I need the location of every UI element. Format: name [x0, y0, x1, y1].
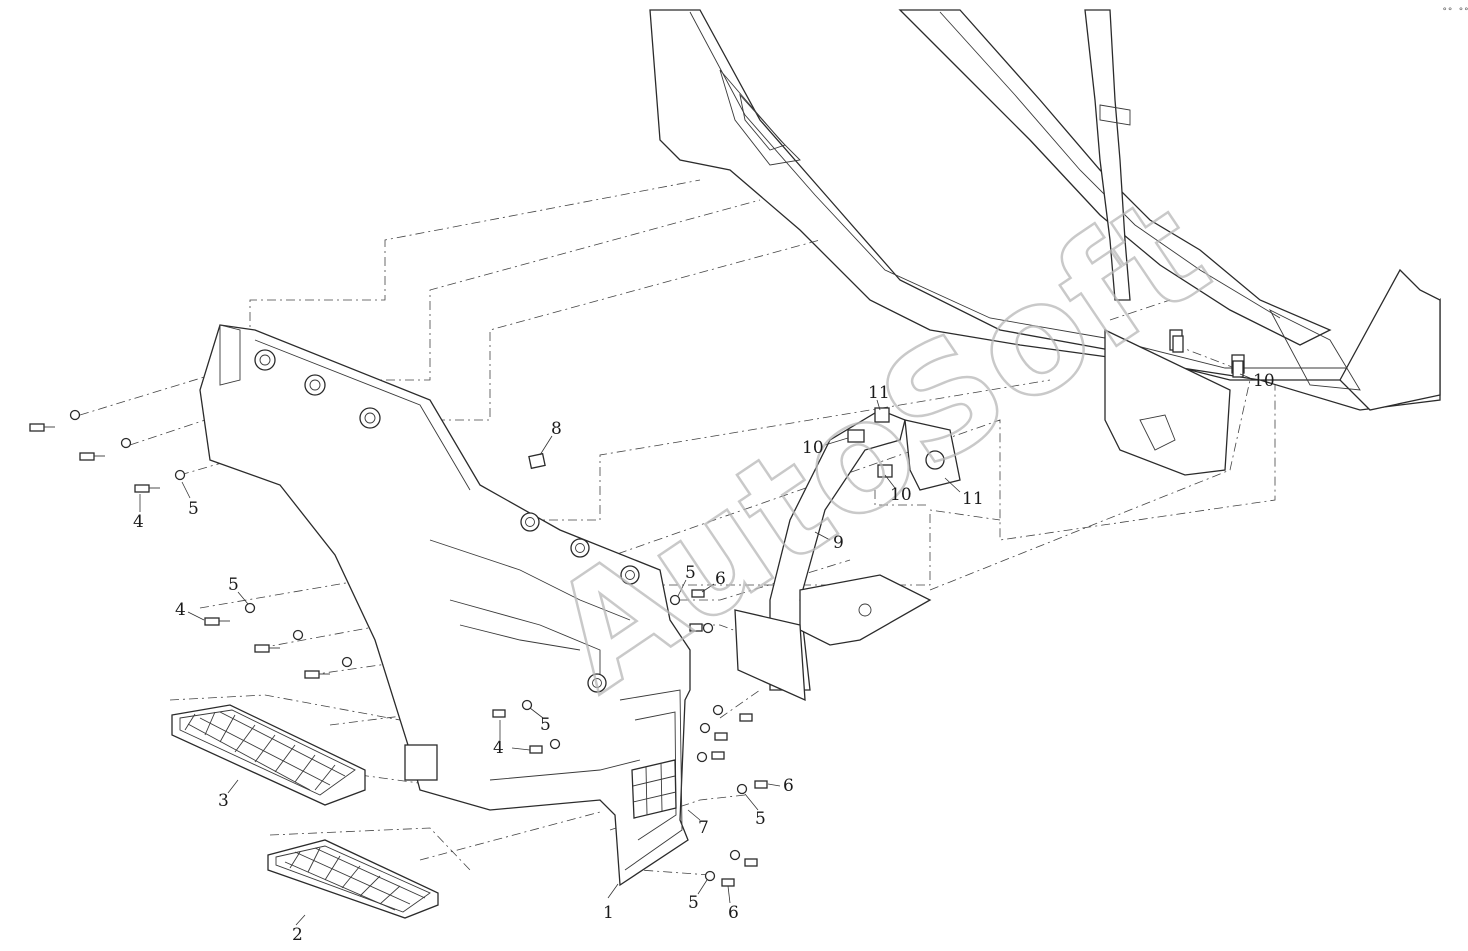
bolt-icon: [79, 452, 105, 461]
washer-icon: [702, 622, 714, 634]
callout-8: 8: [551, 419, 562, 439]
callout-3: 3: [218, 791, 229, 811]
washer-icon: [736, 783, 748, 795]
bolt-icon: [529, 745, 543, 754]
callout-10: 10: [1253, 371, 1275, 391]
callout-5: 5: [540, 715, 551, 735]
callout-5: 5: [228, 575, 239, 595]
bolt-icon: [1172, 335, 1184, 353]
callout-5: 5: [755, 809, 766, 829]
corner-mark: °° °°°: [1442, 7, 1468, 17]
callout-5: 5: [688, 893, 699, 913]
bolt-icon: [689, 623, 703, 632]
callout-10: 10: [802, 438, 824, 458]
cab-frame: [649, 9, 1441, 476]
side-fender-panel: [199, 324, 691, 887]
bolt-icon: [29, 423, 55, 432]
washer-icon: [120, 437, 132, 449]
washer-icon: [341, 656, 353, 668]
washer-icon: [669, 594, 681, 606]
step-mesh-insert: [631, 759, 677, 819]
bolt-icon: [1232, 360, 1244, 378]
leader-lines: [139, 373, 1251, 926]
step-tread-lower: [267, 839, 439, 919]
washer-icon: [521, 699, 533, 711]
washer-icon: [696, 751, 708, 763]
small-clip: [528, 452, 546, 470]
washer-icon: [549, 738, 561, 750]
bolt-icon: [711, 751, 725, 760]
mounting-bracket: [734, 407, 961, 702]
washer-icon: [712, 704, 724, 716]
washer-icon: [699, 722, 711, 734]
bolt-icon: [739, 713, 753, 722]
washer-icon: [174, 469, 186, 481]
bolt-icon: [254, 644, 280, 653]
washer-icon: [292, 629, 304, 641]
callout-9: 9: [833, 533, 844, 553]
washer-icon: [729, 849, 741, 861]
callout-6: 6: [715, 569, 726, 589]
callouts: 1 2 3 4 4 4 5 5 5 5 5 5 6 6 6 7 8 9 10 1…: [133, 371, 1275, 945]
callout-11: 11: [868, 383, 890, 403]
bolt-icon: [721, 878, 735, 887]
bolt-icon: [714, 732, 728, 741]
callout-11: 11: [962, 489, 984, 509]
callout-5: 5: [685, 563, 696, 583]
washer-icon: [69, 409, 81, 421]
bolt-icon: [754, 780, 768, 789]
bolt-icon: [691, 589, 705, 598]
bolt-icon: [744, 858, 758, 867]
callout-6: 6: [728, 903, 739, 923]
washer-icon: [244, 602, 256, 614]
callout-7: 7: [698, 818, 709, 838]
bolt-icon: [492, 709, 506, 718]
washer-icon: [704, 870, 716, 882]
callout-4: 4: [493, 738, 504, 758]
callout-4: 4: [133, 512, 144, 532]
callout-2: 2: [292, 925, 303, 945]
callout-4: 4: [175, 600, 186, 620]
step-tread-upper: [171, 704, 366, 806]
bolt-icon: [304, 670, 330, 679]
fasteners: [29, 335, 1244, 887]
callout-5: 5: [188, 499, 199, 519]
bolt-icon: [134, 484, 160, 493]
callout-10: 10: [890, 485, 912, 505]
callout-6: 6: [783, 776, 794, 796]
callout-1: 1: [603, 903, 614, 923]
bolt-icon: [204, 617, 230, 626]
